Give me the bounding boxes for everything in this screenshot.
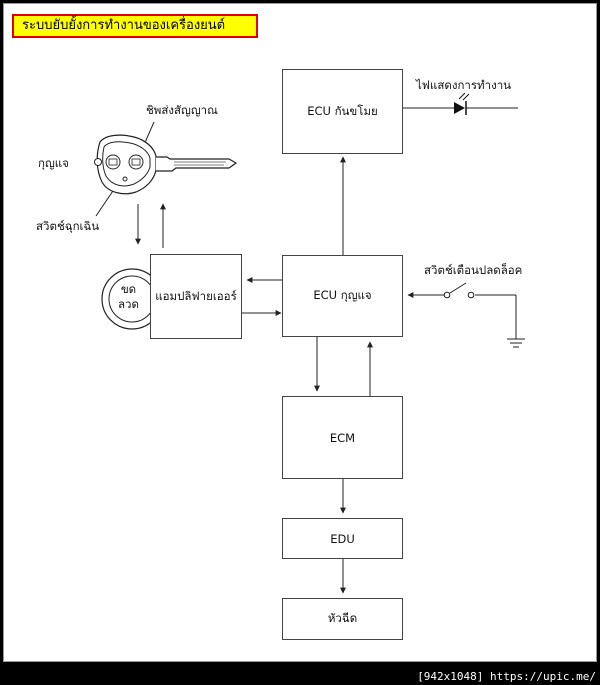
indicator-led-icon [454, 92, 470, 115]
diagram-title: ระบบยับยั้งการทำงานของเครื่องยนต์ [12, 14, 258, 38]
block-amplifier: แอมปลิฟายเออร์ [150, 254, 242, 339]
label-transponder-chip: ชิพส่งสัญญาณ [146, 103, 218, 117]
block-ecm: ECM [282, 396, 403, 479]
block-edu: EDU [282, 518, 403, 559]
line-switch-contact [449, 282, 467, 294]
switch-contact-left [443, 291, 451, 299]
label-coil: ขด ลวด [118, 282, 139, 311]
label-emergency-switch: สวิตช์ฉุกเฉิน [36, 219, 100, 233]
key-icon [94, 134, 238, 195]
block-injector: หัวฉีด [282, 598, 403, 640]
diagram-canvas: ระบบยับยั้งการทำงานของเครื่องยนต์ [3, 3, 597, 662]
image-host-footer: [942x1048] https://upic.me/ [417, 670, 596, 683]
coil-icon [101, 268, 163, 330]
block-ecu-key: ECU กุญแจ [282, 255, 403, 337]
block-ecu-immobilizer: ECU กันขโมย [282, 69, 403, 154]
connection-lines [94, 92, 525, 594]
label-unlock-warning-switch: สวิตช์เตือนปลดล็อค [424, 263, 523, 277]
label-indicator-light: ไฟแสดงการทำงาน [416, 78, 512, 92]
label-key: กุญแจ [38, 156, 69, 170]
switch-contact-right [467, 291, 475, 299]
